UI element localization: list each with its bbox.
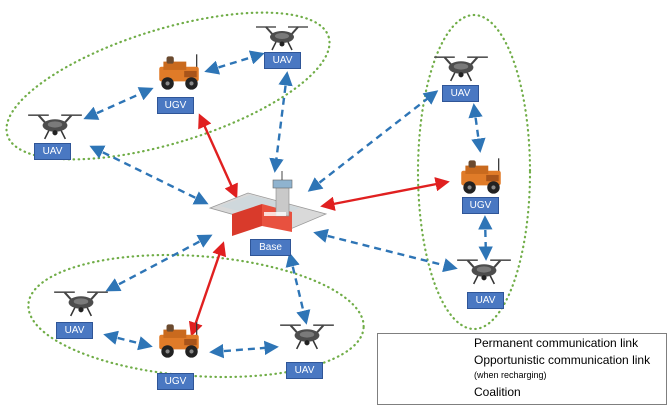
ugv-right-jeep-icon: [460, 157, 502, 195]
link-uav-bottom-left-ugv-bottom: [103, 330, 153, 351]
link-base-uav-right-top: [307, 90, 439, 192]
legend-permanent-text: Permanent communication link: [474, 336, 639, 350]
coalition-top-left: [5, 11, 331, 161]
legend-recharging-note: (when recharging): [474, 370, 547, 380]
opportunistic-links: [83, 50, 493, 359]
ugv-bottom-jeep-icon: [158, 321, 200, 359]
coalition-right: [416, 13, 532, 331]
legend-coalition-text: Coalition: [474, 385, 521, 399]
ugv-top-label: UGV: [157, 97, 194, 114]
link-uav-left-ugv-top: [83, 87, 154, 120]
base-building-icon: [208, 171, 328, 236]
uav-right-bottom-label: UAV: [467, 292, 504, 309]
uav-bottom-left-drone-icon: [53, 291, 109, 317]
link-base-uav-bottom-right: [285, 252, 311, 325]
uav-left-drone-icon: [27, 114, 83, 140]
link-base-ugv-right: [320, 177, 450, 211]
uav-bottom-right-drone-icon: [279, 324, 335, 350]
ugv-top-jeep-icon: [158, 53, 200, 91]
link-ugv-top-base: [198, 113, 238, 199]
legend-opportunistic-text: Opportunistic communication link: [474, 353, 651, 367]
uav-top-label: UAV: [264, 52, 301, 69]
uav-left-label: UAV: [34, 143, 71, 160]
uav-right-top-label: UAV: [442, 85, 479, 102]
link-uav-left-base: [89, 145, 209, 205]
uav-right-top-drone-icon: [433, 56, 489, 82]
uav-right-bottom-drone-icon: [456, 259, 512, 285]
permanent-links: [188, 113, 450, 337]
link-base-uav-right-bottom: [313, 228, 458, 273]
uav-bottom-left-label: UAV: [56, 322, 93, 339]
link-ugv-right-uav-right-bottom: [478, 215, 493, 261]
uav-top-drone-icon: [255, 26, 309, 51]
link-uav-top-base: [269, 71, 293, 173]
ugv-bottom-label: UGV: [157, 373, 194, 390]
ugv-right-label: UGV: [462, 197, 499, 214]
base-label: Base: [250, 239, 291, 256]
link-uav-right-top-ugv-right: [468, 103, 486, 153]
link-ugv-bottom-uav-bottom-right: [209, 340, 279, 359]
link-base-uav-bottom-left: [105, 234, 213, 292]
link-ugv-top-uav-top: [204, 50, 265, 75]
uav-bottom-right-label: UAV: [286, 362, 323, 379]
legend: Permanent communication link Opportunist…: [377, 333, 667, 405]
